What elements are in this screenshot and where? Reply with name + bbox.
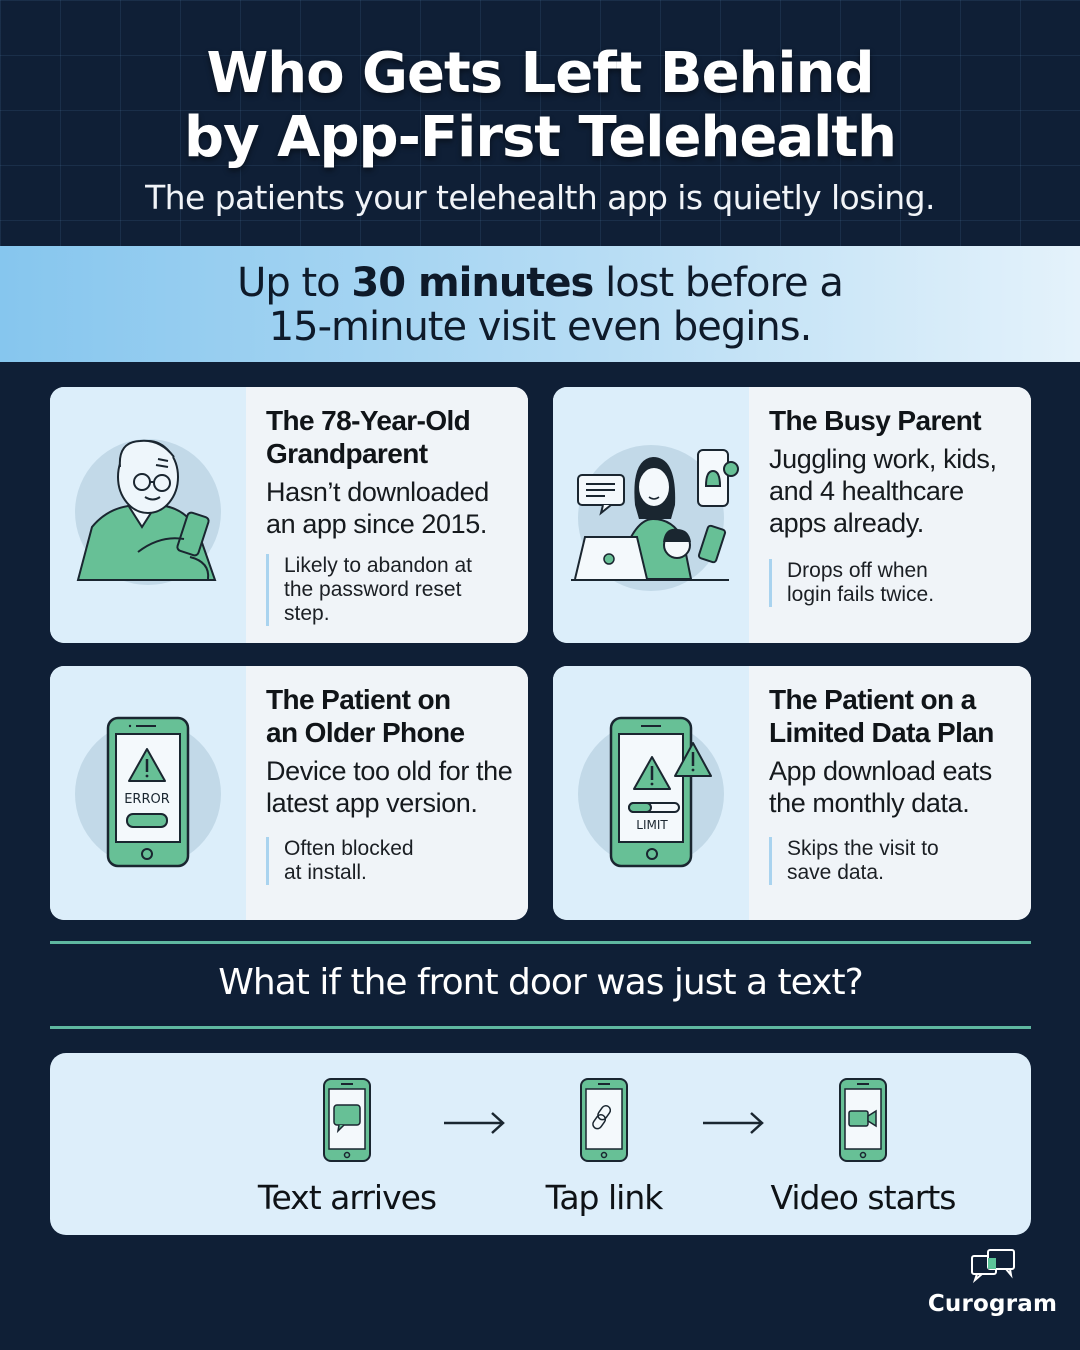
persona-art — [553, 387, 749, 643]
desc-line: apps already. — [769, 508, 924, 538]
brand-wordmark: Curogram — [927, 1291, 1058, 1317]
stat-highlight: 30 minutes — [351, 260, 594, 306]
text-to-video-flow: Text arrives Tap link Video starts — [50, 1053, 1031, 1235]
persona-card-busy-parent: The Busy Parent Juggling work, kids,and … — [553, 387, 1031, 643]
stat-pre: Up to — [237, 260, 352, 306]
note-line: Often blocked — [284, 837, 414, 860]
flow-step-label: Video starts — [770, 1178, 956, 1217]
persona-art: LIMIT — [553, 666, 749, 920]
desc-line: Juggling work, kids, — [769, 444, 997, 474]
note-line: at install. — [284, 861, 367, 884]
header: Who Gets Left Behind by App-First Telehe… — [0, 0, 1080, 246]
chat-bubbles-icon — [970, 1249, 1015, 1284]
stat-banner-line-1: Up to 30 minutes lost before a — [0, 260, 1080, 306]
note-line: step. — [284, 602, 330, 625]
stat-banner-line-2: 15-minute visit even begins. — [268, 304, 813, 350]
phone-data-limit-icon: LIMIT — [609, 716, 712, 868]
flow-step-tap-link: Tap link — [504, 1077, 704, 1217]
note-line: the password reset — [284, 578, 462, 601]
desc-line: Device too old for the — [266, 756, 513, 786]
persona-name-line: The 78-Year-Old — [266, 405, 471, 436]
desc-line: an app since 2015. — [266, 509, 487, 539]
stat-post: lost before a — [593, 260, 844, 306]
phone-error-icon: ERROR — [106, 716, 190, 868]
phone-message-icon — [323, 1078, 371, 1162]
busy-parent-illustration-icon — [571, 449, 739, 581]
page-title-line-1: Who Gets Left Behind — [206, 41, 874, 106]
desc-line: and 4 healthcare — [769, 476, 964, 506]
header-grid-background — [0, 0, 1080, 246]
desc-line: App download eats — [769, 756, 992, 786]
persona-name-line: The Busy Parent — [769, 405, 982, 436]
persona-art — [50, 387, 246, 643]
desc-line: the monthly data. — [769, 788, 970, 818]
question-heading: What if the front door was just a text? — [218, 962, 863, 1003]
desc-line: latest app version. — [266, 788, 478, 818]
brand-logo: Curogram — [925, 1248, 1060, 1317]
note-line: Likely to abandon at — [284, 554, 472, 577]
persona-name-line: an Older Phone — [266, 717, 465, 748]
limit-label: LIMIT — [636, 818, 668, 832]
error-label: ERROR — [124, 792, 170, 807]
stat-banner: Up to 30 minutes lost before a 15-minute… — [0, 246, 1080, 362]
page-subtitle: The patients your telehealth app is quie… — [145, 178, 935, 217]
note-line: Drops off when — [787, 559, 928, 582]
note-line: save data. — [787, 861, 884, 884]
phone-link-icon — [580, 1078, 628, 1162]
flow-step-label: Tap link — [545, 1178, 664, 1217]
persona-name: The Busy Parent — [769, 404, 1031, 437]
note-line: Skips the visit to — [787, 837, 939, 860]
arrow-right-icon — [444, 1112, 505, 1134]
divider-bottom — [50, 1026, 1031, 1029]
flow-step-label: Text arrives — [257, 1178, 437, 1217]
persona-name-line: The Patient on a — [769, 684, 976, 715]
note-line: login fails twice. — [787, 583, 935, 606]
desc-line: Hasn’t downloaded — [266, 477, 489, 507]
grandparent-illustration-icon — [76, 439, 217, 581]
flow-step-text-arrives: Text arrives — [247, 1077, 447, 1217]
persona-name-line: Limited Data Plan — [769, 717, 994, 748]
phone-video-icon — [839, 1078, 887, 1162]
arrow-right-icon — [703, 1112, 764, 1134]
page-title-line-2: by App-First Telehealth — [184, 105, 897, 170]
persona-text: The Busy Parent Juggling work, kids,and … — [749, 387, 1031, 643]
flow-step-video-starts: Video starts — [763, 1077, 963, 1217]
persona-name-line: Grandparent — [266, 438, 428, 469]
divider-top — [50, 941, 1031, 944]
persona-art: ERROR — [50, 666, 246, 920]
persona-name-line: The Patient on — [266, 684, 451, 715]
